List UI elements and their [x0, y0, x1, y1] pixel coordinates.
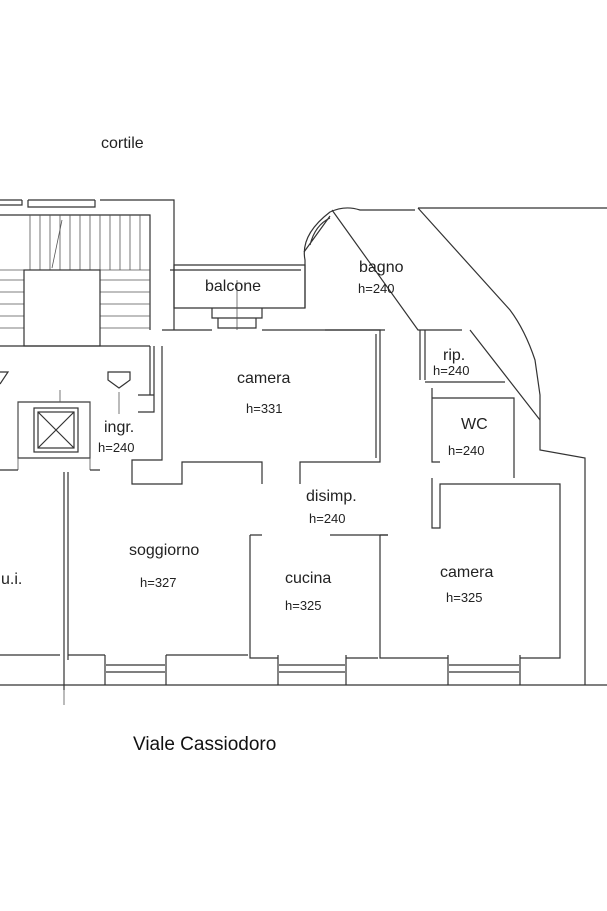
elevator-icon	[0, 390, 100, 471]
disimp-height: h=240	[309, 511, 346, 526]
courtyard-label: cortile	[101, 135, 144, 152]
ingr-height: h=240	[98, 440, 135, 455]
stairs-icon	[0, 199, 175, 347]
street-label: Viale Cassiodoro	[133, 734, 276, 755]
entry-arrow-icon	[0, 371, 131, 414]
cucina-height: h=325	[285, 598, 322, 613]
wc-label: WC	[461, 416, 488, 433]
camera-top-label: camera	[237, 370, 290, 387]
bagno-label: bagno	[359, 259, 404, 276]
soggiorno-height: h=327	[140, 575, 177, 590]
balcone-label: balcone	[205, 278, 261, 295]
disimp-label: disimp.	[306, 488, 357, 505]
camera-top-height: h=331	[246, 401, 283, 416]
rip-label: rip.	[443, 347, 465, 364]
wc-height: h=240	[448, 443, 485, 458]
camera-bottom-height: h=325	[446, 590, 483, 605]
bagno-height: h=240	[358, 281, 395, 296]
rip-height: h=240	[433, 363, 470, 378]
cucina-label: cucina	[285, 570, 331, 587]
ingr-label: ingr.	[104, 419, 134, 436]
adjacent-unit-label: u.i.	[1, 571, 22, 588]
soggiorno-label: soggiorno	[129, 542, 199, 559]
camera-bottom-label: camera	[440, 564, 493, 581]
